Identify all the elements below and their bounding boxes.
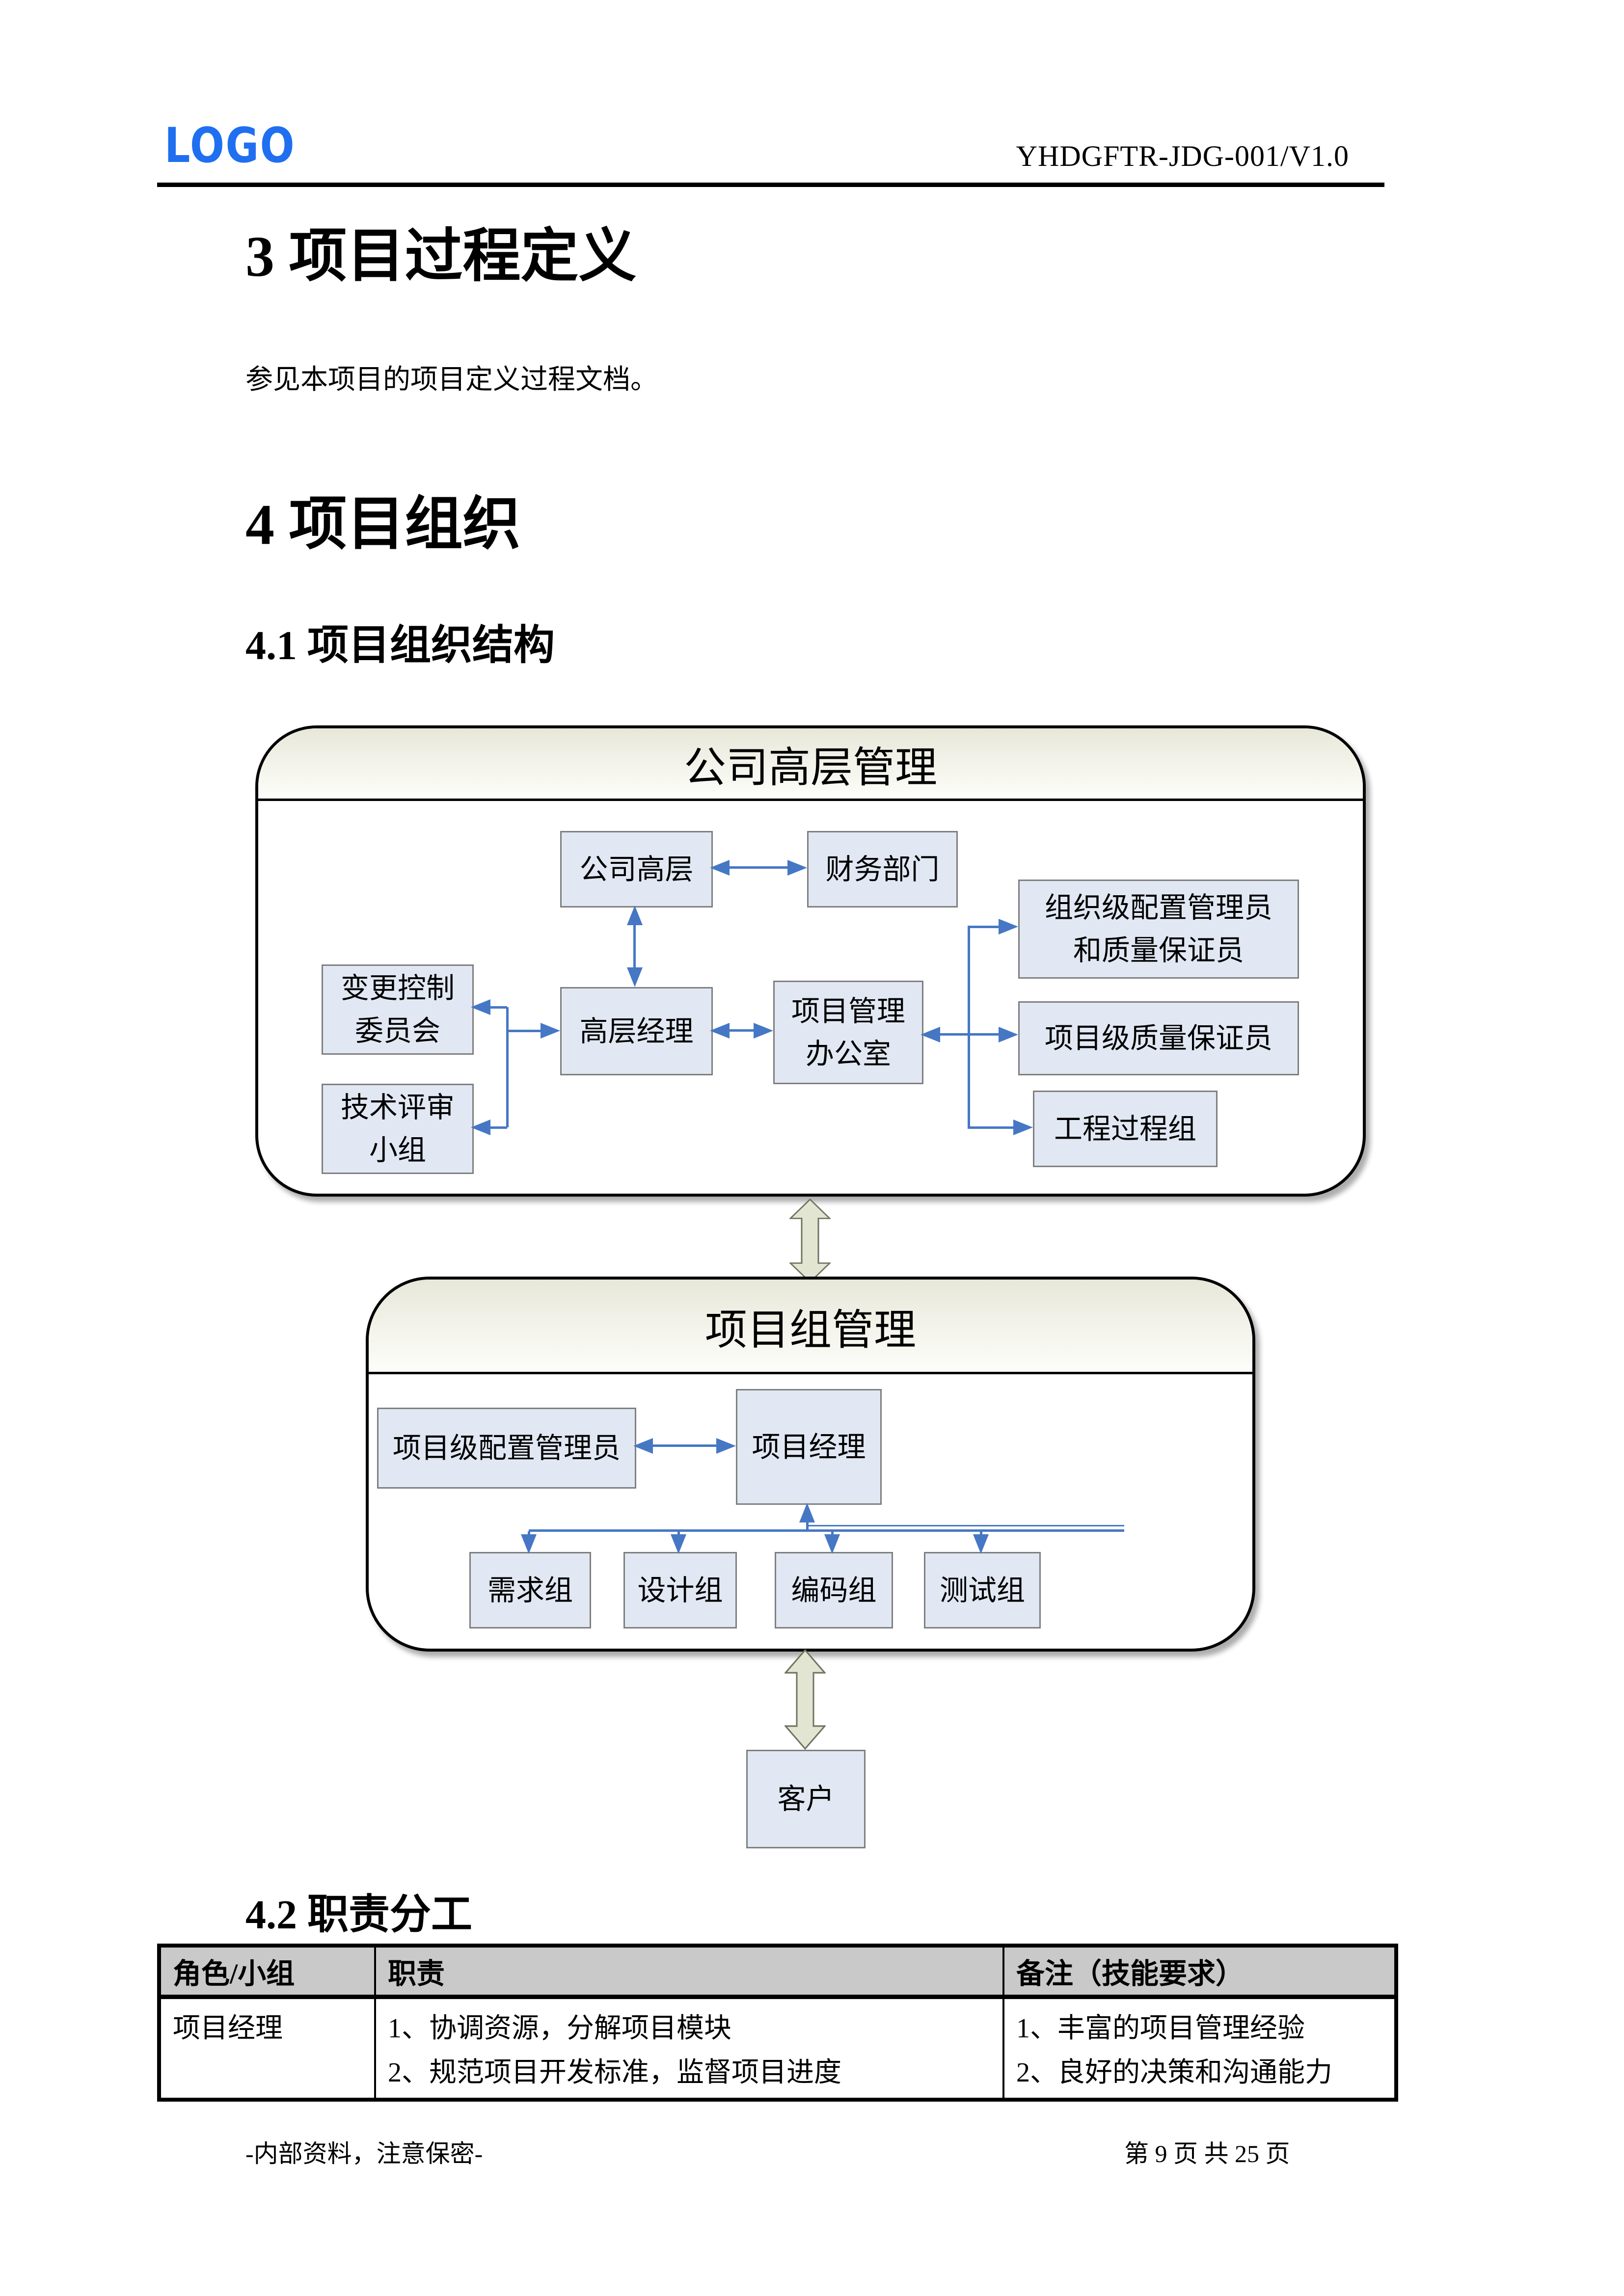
connector-line: [968, 927, 970, 1128]
org-node-epg: 工程过程组: [1033, 1091, 1218, 1167]
container-link-arrow-customer: [785, 1649, 826, 1750]
connector-line: [489, 1126, 507, 1129]
footer-page-number: 第 9 页 共 25 页: [1124, 2140, 1290, 2167]
header-rule: [157, 183, 1384, 187]
arrowhead: [999, 919, 1018, 934]
table-header-role: 角色/小组: [158, 1945, 376, 1999]
arrowhead: [824, 1534, 840, 1554]
roles-table: 角色/小组 职责 备注（技能要求） 项目经理 1、协调资源，分解项目模块 2、规…: [157, 1944, 1398, 2102]
org-node-company-top: 公司高层: [560, 831, 713, 908]
arrowhead: [799, 1503, 815, 1522]
org-node-customer: 客户: [746, 1750, 866, 1848]
company-logo: LOGO: [164, 118, 296, 174]
arrowhead: [521, 1534, 537, 1554]
org-node-requirements-group: 需求组: [469, 1552, 591, 1629]
connector-line: [677, 1531, 680, 1535]
org-node-pmo: 项目管理 办公室: [773, 981, 923, 1084]
table-cell-duty: 1、协调资源，分解项目模块 2、规范项目开发标准，监督项目进度: [374, 1996, 1004, 2101]
connector-line: [729, 866, 788, 869]
arrowhead: [716, 1438, 736, 1454]
org-chart-project-title: 项目组管理: [369, 1280, 1252, 1374]
arrowhead: [627, 906, 643, 925]
arrowhead: [754, 1023, 773, 1039]
connector-line: [807, 1525, 1124, 1526]
org-node-design-group: 设计组: [623, 1552, 737, 1629]
arrowhead: [920, 1027, 940, 1042]
container-link-arrow-top: [789, 1199, 831, 1283]
connector-line: [633, 923, 636, 969]
table-header-row: 角色/小组 职责 备注（技能要求）: [158, 1945, 1397, 1999]
table-cell-role: 项目经理: [158, 1996, 376, 2101]
heading-section-4: 4 项目组织: [245, 492, 521, 557]
arrowhead: [973, 1534, 989, 1554]
footer-confidential-label: -内部资料，注意保密-: [245, 2140, 483, 2167]
arrowhead: [671, 1534, 686, 1554]
org-node-finance: 财务部门: [807, 831, 958, 908]
org-node-coding-group: 编码组: [775, 1552, 893, 1629]
heading-section-3: 3 项目过程定义: [245, 224, 637, 289]
arrowhead: [627, 967, 643, 987]
arrowhead: [541, 1023, 560, 1039]
connector-line: [506, 1007, 509, 1127]
org-node-project-cm: 项目级配置管理员: [377, 1408, 636, 1489]
arrowhead: [633, 1438, 653, 1454]
connector-line: [489, 1006, 507, 1009]
arrowhead: [999, 1027, 1018, 1042]
table-cell-note: 1、丰富的项目管理经验 2、良好的决策和沟通能力: [1002, 1996, 1397, 2101]
org-node-tech-review: 技术评审 小组: [322, 1084, 474, 1174]
connector-line: [729, 1029, 756, 1032]
arrowhead: [1013, 1120, 1033, 1135]
arrowhead: [471, 999, 490, 1015]
connector-line: [529, 1529, 1124, 1532]
connector-line: [980, 1531, 982, 1535]
arrowhead: [710, 1023, 730, 1039]
arrowhead: [471, 1120, 490, 1135]
org-node-senior-manager: 高层经理: [560, 987, 713, 1075]
connector-line: [506, 1030, 541, 1032]
connector-line: [968, 926, 1000, 928]
heading-section-4-2: 4.2 职责分工: [245, 1892, 473, 1938]
org-node-org-cm-qa: 组织级配置管理员 和质量保证员: [1018, 880, 1299, 979]
paragraph-section-3: 参见本项目的项目定义过程文档。: [245, 365, 658, 395]
org-node-change-control-board: 变更控制 委员会: [322, 964, 474, 1055]
connector-line: [528, 1531, 530, 1535]
heading-section-4-1: 4.1 项目组织结构: [245, 623, 555, 668]
connector-line: [831, 1531, 834, 1535]
arrowhead: [787, 860, 807, 876]
connector-line: [968, 1126, 1014, 1129]
doc-code-label: YHDGFTR-JDG-001/V1.0: [1016, 140, 1349, 172]
org-chart-company-title: 公司高层管理: [258, 728, 1363, 801]
table-header-note: 备注（技能要求）: [1002, 1945, 1397, 1999]
org-node-test-group: 测试组: [924, 1552, 1041, 1629]
org-node-project-qa: 项目级质量保证员: [1018, 1001, 1299, 1075]
table-row: 项目经理 1、协调资源，分解项目模块 2、规范项目开发标准，监督项目进度 1、丰…: [158, 1996, 1397, 2101]
connector-line: [652, 1444, 718, 1447]
org-node-project-manager: 项目经理: [736, 1389, 882, 1505]
arrowhead: [710, 860, 730, 876]
table-header-duty: 职责: [374, 1945, 1004, 1999]
